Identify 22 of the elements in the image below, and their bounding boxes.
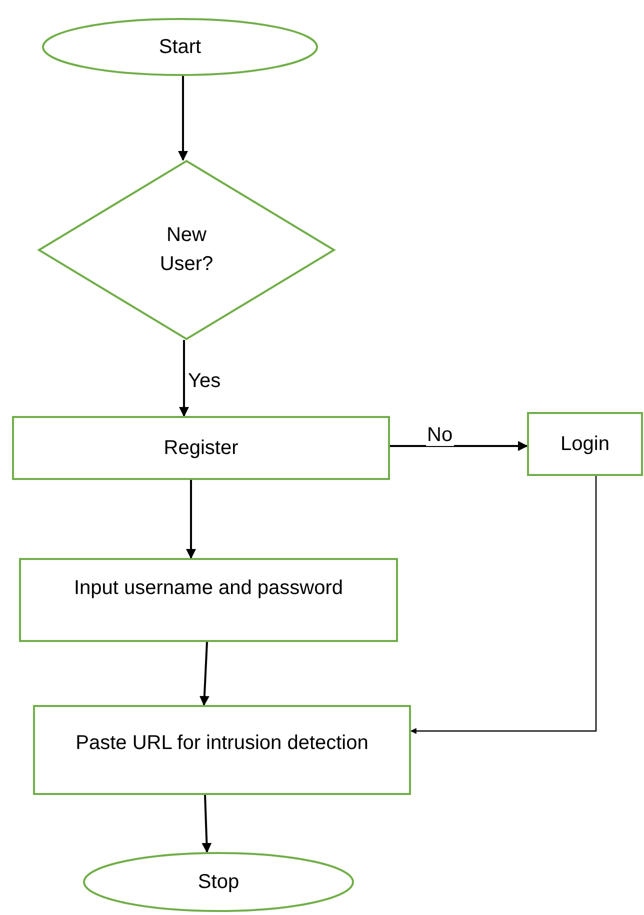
arrow bbox=[199, 642, 210, 706]
process-box bbox=[12, 416, 390, 480]
node-label: Paste URL for intrusion detection bbox=[76, 730, 368, 756]
node-label: New User? bbox=[158, 223, 214, 277]
arrow bbox=[410, 476, 597, 734]
process-box bbox=[33, 705, 411, 795]
arrow bbox=[390, 441, 528, 451]
node-label: Register bbox=[164, 436, 238, 460]
node-label: Stop bbox=[198, 870, 240, 894]
node-label: Start bbox=[158, 34, 202, 60]
arrow bbox=[202, 794, 212, 853]
start-terminal bbox=[42, 18, 318, 76]
arrow bbox=[179, 340, 189, 417]
node-label: Input username and password bbox=[74, 576, 344, 600]
decision-diamond bbox=[38, 160, 335, 340]
arrow bbox=[178, 76, 188, 161]
edge-label: No bbox=[426, 424, 454, 446]
process-box bbox=[19, 558, 398, 642]
process-box bbox=[527, 412, 643, 476]
arrow bbox=[186, 480, 196, 559]
end-terminal bbox=[83, 852, 354, 912]
node-label: Login bbox=[560, 432, 610, 456]
